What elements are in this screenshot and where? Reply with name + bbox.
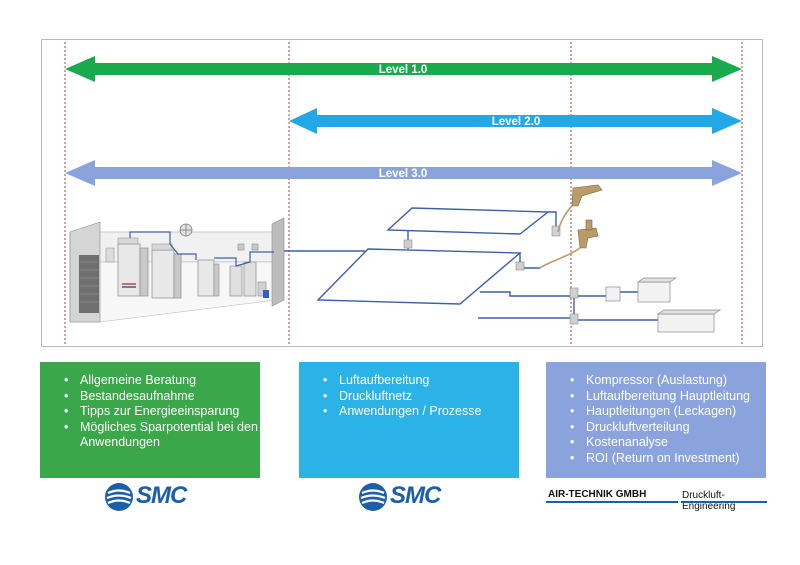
level-1-arrow: Level 1.0 bbox=[65, 56, 742, 82]
air-technik-name: AIR-TECHNIK GMBH bbox=[548, 489, 647, 500]
pipe-fittings bbox=[403, 225, 579, 325]
air-technik-logo: AIR-TECHNIK GMBH Druckluft-Engineering bbox=[546, 487, 768, 512]
level-3-arrow: Level 3.0 bbox=[65, 160, 742, 186]
list-item: Druckluftverteilung bbox=[546, 420, 766, 436]
smc-logo-mark bbox=[359, 483, 387, 511]
air-technik-tagline: Druckluft-Engineering bbox=[682, 490, 736, 512]
list-item: Hauptleitungen (Leckagen) bbox=[546, 404, 766, 420]
level-1-label: Level 1.0 bbox=[379, 64, 428, 76]
blow-gun-icon bbox=[557, 184, 603, 233]
list-item: Allgemeine Beratung bbox=[40, 373, 260, 389]
logo-underline bbox=[681, 501, 767, 503]
list-item: Kompressor (Auslastung) bbox=[546, 373, 766, 389]
smc-logo-text: SMC bbox=[136, 482, 187, 509]
list-item: Anwendungen / Prozesse bbox=[299, 404, 519, 420]
smc-logo-mark bbox=[105, 483, 133, 511]
list-item: Luftaufbereitung bbox=[299, 373, 519, 389]
level-3-label: Level 3.0 bbox=[379, 168, 428, 180]
list-item: Tipps zur Energieeinsparung bbox=[40, 404, 260, 420]
logo-underline bbox=[546, 501, 678, 503]
level-2-label: Level 2.0 bbox=[492, 116, 541, 128]
compressed-air-network bbox=[284, 207, 660, 321]
compressor-room-illustration bbox=[69, 217, 285, 323]
smc-logo-text: SMC bbox=[390, 482, 441, 509]
level-2-arrow: Level 2.0 bbox=[289, 108, 742, 134]
diagram-frame bbox=[41, 39, 763, 347]
consumer-machines bbox=[605, 277, 722, 333]
list-item: Mögliches Sparpotential bei den Anwendun… bbox=[40, 420, 260, 451]
smc-logo: SMC bbox=[358, 480, 468, 514]
level-1-info-box: Allgemeine Beratung Bestandesaufnahme Ti… bbox=[40, 362, 260, 478]
list-item: Druckluftnetz bbox=[299, 389, 519, 405]
smc-logo: SMC bbox=[104, 480, 214, 514]
spray-gun-icon bbox=[539, 219, 599, 269]
level-3-info-box: Kompressor (Auslastung) Luftaufbereitung… bbox=[546, 362, 766, 478]
level-2-info-box: Luftaufbereitung Druckluftnetz Anwendung… bbox=[299, 362, 519, 478]
list-item: ROI (Return on Investment) bbox=[546, 451, 766, 467]
list-item: Bestandesaufnahme bbox=[40, 389, 260, 405]
list-item: Kostenanalyse bbox=[546, 435, 766, 451]
list-item: Luftaufbereitung Hauptleitung bbox=[546, 389, 766, 405]
